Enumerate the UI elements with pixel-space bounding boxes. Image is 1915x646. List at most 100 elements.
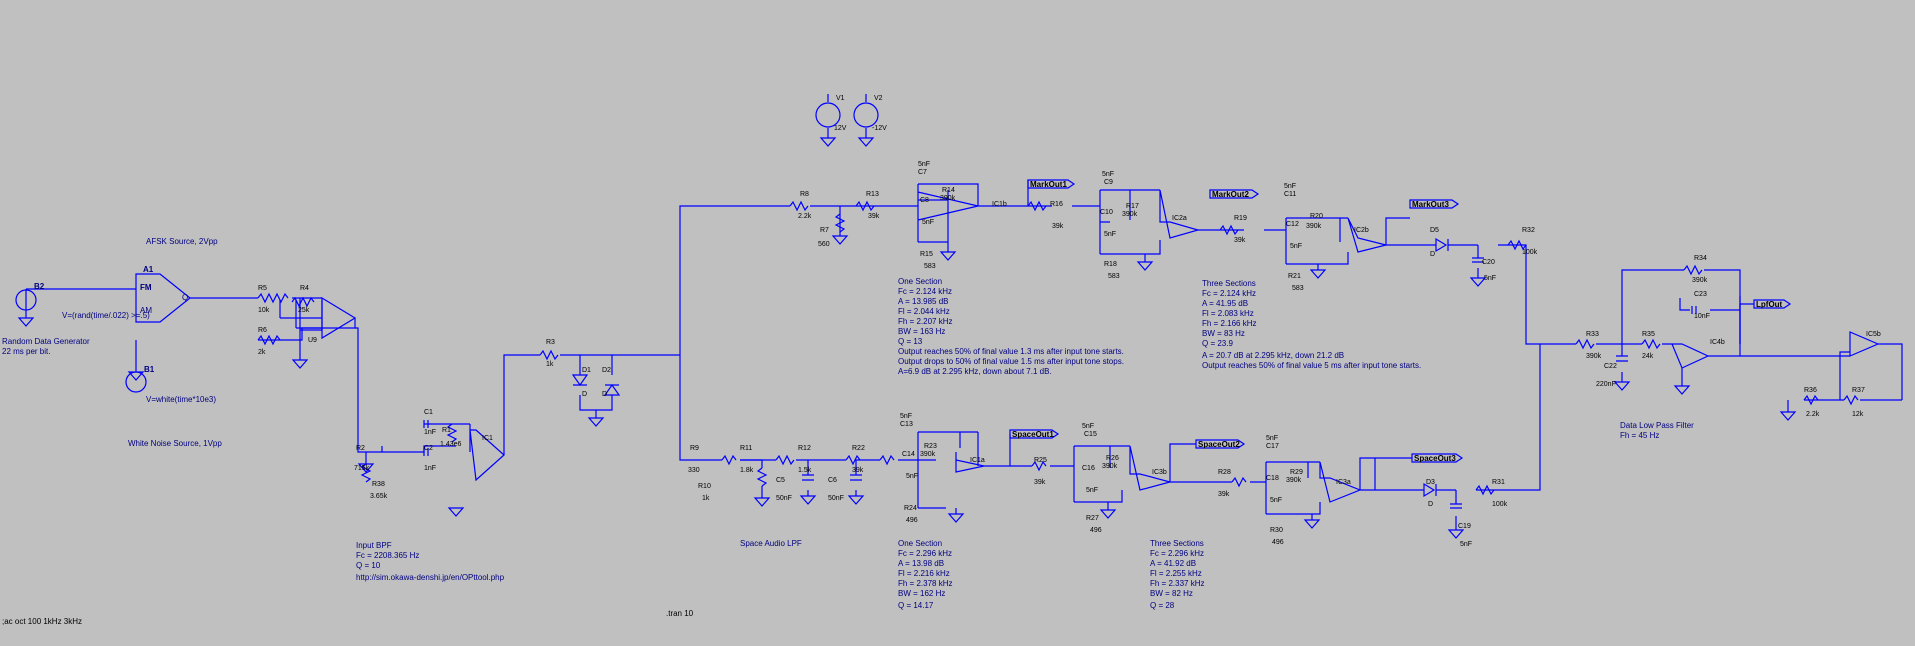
c16-value: 5nF: [1086, 487, 1098, 494]
r36-label: R36: [1804, 387, 1817, 394]
r28-value: 39k: [1218, 491, 1230, 498]
note-line: Fc = 2.296 kHz: [1150, 549, 1204, 558]
b1-expression: V=white(time*10e3): [146, 395, 216, 404]
resistor-r12: [845, 454, 861, 466]
r18-value: 583: [1108, 273, 1120, 280]
v1-value: 12V: [834, 125, 847, 132]
u9-label: U9: [308, 337, 317, 344]
r27-label: R27: [1086, 515, 1099, 522]
r23-value: 390k: [920, 451, 936, 458]
r32-label: R32: [1522, 227, 1535, 234]
c9-value: 5nF: [1102, 171, 1114, 178]
c20-label: C20: [1482, 259, 1495, 266]
r2-value: 715k: [354, 465, 370, 472]
c7-value: 5nF: [918, 161, 930, 168]
r28-label: R28: [1218, 469, 1231, 476]
d2-value: D: [602, 391, 607, 398]
c22-label: C22: [1604, 363, 1617, 370]
resistor-r28: [1231, 476, 1247, 488]
v2-label: V2: [874, 95, 883, 102]
r12-label: R12: [798, 445, 811, 452]
data-generator-rate: 22 ms per bit.: [2, 347, 50, 356]
r24-label: R24: [904, 505, 917, 512]
resistor-r9: [721, 454, 737, 466]
note-line: Output reaches 50% of final value 1.3 ms…: [898, 347, 1124, 356]
resistor-r34: [1683, 264, 1703, 276]
c1-label: C1: [424, 409, 433, 416]
r29-value: 390k: [1286, 477, 1302, 484]
r33-value: 390k: [1586, 353, 1602, 360]
c13-label: C13: [900, 421, 913, 428]
ic4b-label: IC4b: [1710, 339, 1725, 346]
c10-value: 5nF: [1104, 231, 1116, 238]
note-line: Three Sections: [1150, 539, 1204, 548]
c6-label: C6: [828, 477, 837, 484]
r9-label: R9: [690, 445, 699, 452]
note-line: Fl = 2.255 kHz: [1150, 569, 1202, 578]
r10-value: 1k: [702, 495, 710, 502]
r22-label: R22: [852, 445, 865, 452]
note-line: Fh = 2.207 kHz: [898, 317, 952, 326]
c15-label: C15: [1084, 431, 1097, 438]
note-line: Fc = 2.296 kHz: [898, 549, 952, 558]
r8-label: R8: [800, 191, 809, 198]
r8-value: 2.2k: [798, 213, 812, 220]
diode-d2: [603, 383, 621, 396]
note-line: Output reaches 50% of final value 5 ms a…: [1202, 361, 1421, 370]
c11-label: C11: [1284, 191, 1296, 198]
c10-label: C10: [1100, 209, 1113, 216]
r26-label: R26: [1106, 455, 1119, 462]
fm-label: FM: [140, 283, 152, 292]
r23-label: R23: [924, 443, 937, 450]
r19-label: R19: [1234, 215, 1247, 222]
d3-label: D3: [1426, 479, 1435, 486]
net-markout1: MarkOut1: [1030, 180, 1067, 189]
resistor-r38: [360, 463, 372, 483]
r16-label: R16: [1050, 201, 1063, 208]
r6-label: R6: [258, 327, 267, 334]
r31-label: R31: [1492, 479, 1505, 486]
note-line: Fl = 2.044 kHz: [898, 307, 950, 316]
c19-label: C19: [1458, 523, 1471, 530]
ic3b-label: IC3b: [1152, 469, 1167, 476]
note-line: Q = 13: [898, 337, 923, 346]
note-line: Q = 14.17: [898, 601, 934, 610]
wires: [25, 94, 1903, 530]
b2-label: B2: [34, 282, 45, 291]
components: [15, 102, 1859, 509]
r29-label: R29: [1290, 469, 1303, 476]
resistor-r7: [834, 213, 846, 233]
resistor-r36: [1803, 394, 1819, 406]
c6-value: 50nF: [828, 495, 844, 502]
net-lpfout: LpfOut: [1756, 300, 1783, 309]
resistor-r35: [1641, 338, 1661, 350]
resistor-r1: [446, 423, 458, 443]
c11-value: 5nF: [1284, 183, 1296, 190]
r2-label: R2: [356, 445, 365, 452]
capacitor-c1: [423, 420, 429, 428]
r38-value: 3.65k: [370, 493, 388, 500]
resistor-r33: [1575, 338, 1595, 350]
r37-label: R37: [1852, 387, 1865, 394]
resistor-r31: [1475, 484, 1495, 496]
r31-value: 100k: [1492, 501, 1508, 508]
r1-value: 1.43e6: [440, 441, 462, 448]
source-b2-symbol: [15, 289, 37, 311]
net-markout3: MarkOut3: [1412, 200, 1449, 209]
r19-value: 39k: [1234, 237, 1246, 244]
resistor-r5: [257, 292, 289, 304]
r11-label: R11: [740, 445, 752, 452]
supply-v1-symbol: [815, 102, 841, 128]
note-line: Data Low Pass Filter: [1620, 421, 1694, 430]
r34-value: 390k: [1692, 277, 1708, 284]
note-line: Q = 23.9: [1202, 339, 1233, 348]
tran-directive: .tran 10: [666, 609, 694, 618]
note-line: Fh = 2.337 kHz: [1150, 579, 1204, 588]
r4-value: 25k: [298, 307, 310, 314]
c8-label: C8: [920, 197, 929, 204]
note-space-one-section: One Section Fc = 2.296 kHz A = 13.98 dB …: [898, 539, 955, 610]
resistor-r4: [291, 296, 315, 308]
d1-label: D1: [582, 367, 591, 374]
note-data-lpf: Data Low Pass Filter Fh = 45 Hz: [1620, 421, 1696, 440]
c7-label: C7: [918, 169, 927, 176]
